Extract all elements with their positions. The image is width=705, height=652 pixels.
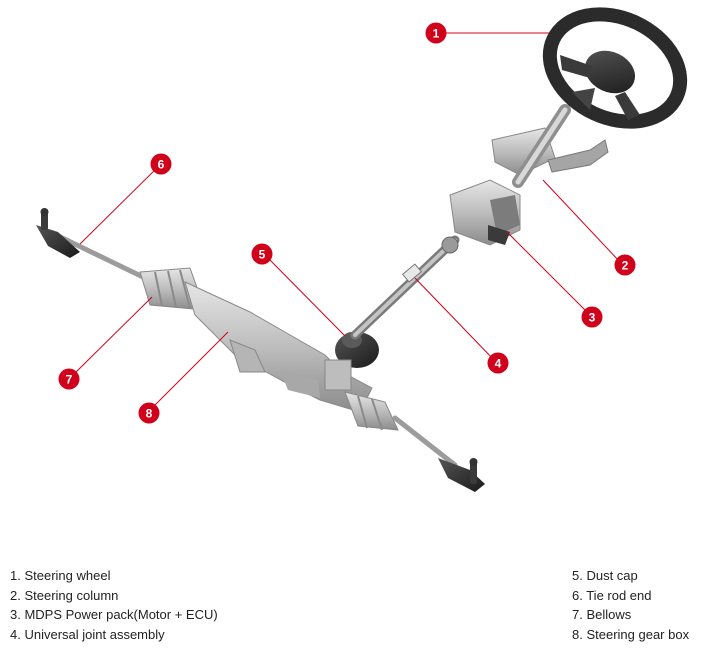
leader-line-3 — [506, 231, 589, 314]
steering-wheel-illustration — [542, 7, 688, 129]
legend-item-steering-wheel: 1. Steering wheel — [10, 568, 111, 583]
callout-badge-8: 8 — [138, 402, 160, 424]
legend-right-column: 5. Dust cap 6. Tie rod end 7. Bellows 8.… — [572, 566, 689, 644]
svg-text:3: 3 — [589, 311, 596, 325]
callout-badge-4: 4 — [487, 352, 509, 374]
svg-text:1: 1 — [433, 27, 440, 41]
leader-line-8 — [149, 331, 229, 411]
steering-column-illustration — [491, 104, 609, 188]
legend-item-steering-column: 2. Steering column — [10, 587, 119, 603]
svg-text:7: 7 — [66, 373, 73, 387]
callout-badge-6: 6 — [150, 153, 172, 175]
callout-badge-1: 1 — [425, 22, 447, 44]
legend-item-bellows: 7. Bellows — [572, 607, 632, 623]
svg-text:6: 6 — [158, 158, 165, 172]
legend-item-universal-joint: 4. Universal joint assembly — [10, 626, 165, 642]
legend-left-column: 1. Steering wheel 2. Steering column 3. … — [10, 566, 218, 644]
legend-item-dust-cap: 5. Dust cap — [572, 568, 638, 583]
callout-badge-5: 5 — [251, 243, 273, 265]
svg-text:4: 4 — [495, 357, 502, 371]
callout-leader-lines — [71, 32, 621, 411]
callout-badge-2: 2 — [614, 254, 636, 276]
bellows-left-illustration — [139, 267, 206, 311]
callout-badge-7: 7 — [58, 368, 80, 390]
tie-rod-end-left-illustration — [36, 208, 80, 258]
legend-item-steering-gear-box: 8. Steering gear box — [572, 626, 690, 642]
svg-text:8: 8 — [146, 407, 153, 421]
leader-line-6 — [79, 164, 161, 245]
legend-item-tie-rod-end: 6. Tie rod end — [572, 587, 652, 603]
legend-item-mdps-power-pack: 3. MDPS Power pack(Motor + ECU) — [10, 607, 218, 623]
tie-rod-end-right-illustration — [438, 458, 485, 492]
universal-joint-illustration — [350, 235, 460, 340]
leader-line-4 — [414, 277, 495, 361]
dust-cap-illustration — [324, 332, 379, 391]
leader-line-2 — [542, 179, 621, 263]
svg-text:2: 2 — [622, 259, 629, 273]
callout-badge-3: 3 — [581, 306, 603, 328]
mdps-power-pack-illustration — [449, 179, 521, 246]
leader-line-5 — [265, 255, 346, 337]
leader-line-7 — [71, 296, 153, 377]
bellows-right-illustration — [344, 391, 399, 431]
svg-text:5: 5 — [259, 248, 266, 262]
steering-system-diagram: 1 2 3 4 5 6 7 8 — [36, 7, 688, 492]
